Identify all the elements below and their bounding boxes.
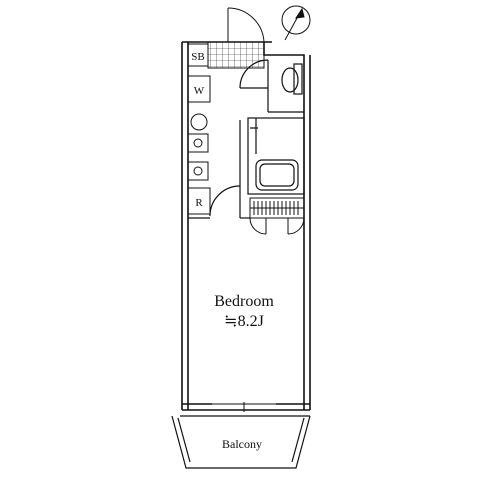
entrance-door [227, 7, 265, 43]
toilet-room [239, 59, 304, 113]
washer-label: W [194, 85, 205, 97]
outer-walls [181, 41, 311, 411]
genkan-tile [207, 41, 265, 69]
refrigerator: R [187, 187, 211, 215]
refrigerator-label: R [195, 197, 203, 209]
shoe-box-label: SB [191, 51, 204, 63]
washer: W [187, 75, 211, 103]
stove [187, 133, 209, 181]
bedroom-size: ≒8.2J [224, 313, 264, 330]
bedroom: Bedroom ≒8.2J [214, 293, 274, 330]
closet [249, 197, 305, 235]
north-arrow-icon [281, 5, 311, 41]
balcony [171, 415, 311, 469]
shoe-box: SB [187, 43, 209, 67]
bedroom-door [188, 120, 250, 219]
kitchen-sink [190, 113, 208, 131]
balcony-window [212, 402, 276, 412]
bedroom-name: Bedroom [214, 293, 274, 310]
bathroom [247, 117, 305, 195]
balcony-label: Balcony [222, 437, 262, 451]
